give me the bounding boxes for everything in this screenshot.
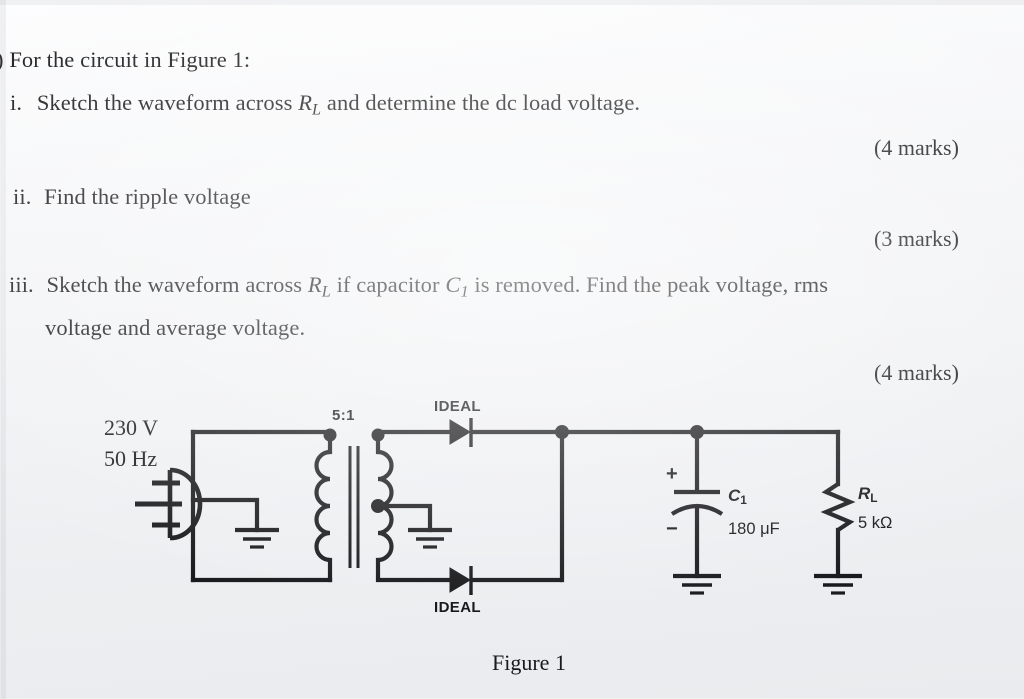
resistor-value-label: 5 kΩ — [858, 514, 892, 533]
capacitor-ground-symbol — [673, 573, 721, 595]
part-ii-marks: (3 marks) — [874, 226, 959, 252]
resistor-ref-label: RL — [858, 484, 878, 505]
diode-bottom-label-text: IDEAL — [434, 599, 481, 616]
primary-earth-wire — [190, 497, 260, 533]
capacitor-ref-label: C1 — [728, 486, 747, 507]
capacitor-symbol — [670, 489, 724, 516]
diode-bottom — [449, 566, 562, 595]
question-part-iii: iii. Sketch the waveform across RL if ca… — [9, 271, 828, 302]
resistor-value-text: 5 kΩ — [858, 514, 893, 532]
figure-caption: Figure 1 — [492, 650, 566, 676]
capacitor-plus-text: + — [666, 463, 678, 485]
resistor-symbol — [820, 482, 856, 532]
diode-bottom-label: IDEAL — [434, 599, 481, 616]
source-frequency-text: 50 Hz — [104, 446, 158, 471]
secondary-ground-symbol — [408, 527, 452, 549]
part-iii-marks-text: (4 marks) — [874, 360, 959, 385]
question-part-iii-continuation: voltage and average voltage. — [45, 314, 305, 341]
part-iii-continuation-text: voltage and average voltage. — [45, 315, 306, 340]
figure-caption-text: Figure 1 — [492, 650, 566, 675]
part-i-marks: (4 marks) — [874, 135, 959, 161]
part-i-text-before: Sketch the waveform across — [36, 90, 299, 115]
part-iii-text-before: Sketch the waveform across — [46, 272, 308, 297]
part-ii-marker: ii. — [13, 184, 32, 209]
part-ii-text: Find the ripple voltage — [44, 184, 251, 209]
capacitor-value-text: 180 μF — [728, 520, 780, 538]
diode-top-label: IDEAL — [434, 398, 481, 415]
resistor-ref-text: R — [858, 484, 871, 503]
resistor-ref-sub-text: L — [870, 490, 878, 505]
turns-ratio-text: 5:1 — [332, 407, 355, 424]
part-i-marks-text: (4 marks) — [874, 135, 959, 160]
part-i-symbol-R: R — [298, 90, 313, 115]
secondary-top-lead — [375, 429, 458, 455]
transformer-core — [348, 446, 360, 568]
part-iii-text-after: is removed. Find the peak voltage, rms — [468, 272, 829, 297]
part-ii-marks-text: (3 marks) — [874, 226, 959, 251]
capacitor-ref-text: C — [728, 486, 741, 505]
part-i-symbol-R-sub: L — [312, 100, 322, 119]
primary-polarity-dot — [323, 428, 337, 442]
part-iii-symbol-R-sub: L — [321, 282, 331, 301]
part-iii-text-mid: if capacitor — [330, 272, 446, 297]
question-part-i: i. Sketch the waveform across RL and det… — [10, 89, 640, 120]
capacitor-value-label: 180 μF — [728, 520, 780, 539]
part-i-marker: i. — [10, 90, 23, 115]
rectifier-output-junction-dot — [555, 425, 569, 439]
source-frequency-label: 50 Hz — [104, 446, 157, 472]
part-iii-marks: (4 marks) — [874, 360, 959, 386]
capacitor-plus-label: + — [666, 463, 678, 486]
part-iii-symbol-C-sub: 1 — [460, 282, 469, 301]
resistor-ground-symbol — [814, 573, 862, 595]
mains-plug-icon — [135, 467, 203, 541]
part-i-text-after: and determine the dc load voltage. — [321, 90, 641, 115]
transformer-primary-winding — [314, 449, 331, 563]
diode-top — [449, 418, 562, 447]
part-iii-marker: iii. — [9, 272, 34, 297]
source-voltage-label: 230 V — [104, 415, 158, 441]
turns-ratio-label: 5:1 — [332, 407, 355, 424]
capacitor-minus-text: − — [666, 518, 678, 540]
circuit-schematic-svg — [135, 418, 862, 595]
question-stem-text: ) For the circuit in Figure 1: — [0, 47, 251, 72]
secondary-center-tap-wire — [375, 503, 433, 533]
question-stem: ) For the circuit in Figure 1: — [0, 46, 250, 73]
source-voltage-text: 230 V — [104, 415, 158, 440]
primary-ground-symbol — [235, 527, 279, 549]
circuit-diagram: 230 V 50 Hz 5:1 IDEAL IDEAL + − C1 180 μ… — [0, 380, 1024, 650]
part-iii-symbol-R: R — [307, 272, 322, 297]
question-part-ii: ii. Find the ripple voltage — [13, 183, 251, 210]
secondary-bottom-lead — [375, 557, 458, 583]
center-tap-junction-dot — [371, 499, 385, 513]
capacitor-ref-sub-text: 1 — [740, 492, 747, 507]
capacitor-minus-label: − — [666, 518, 678, 541]
part-iii-symbol-C: C — [445, 272, 461, 297]
diode-top-label-text: IDEAL — [434, 398, 481, 415]
